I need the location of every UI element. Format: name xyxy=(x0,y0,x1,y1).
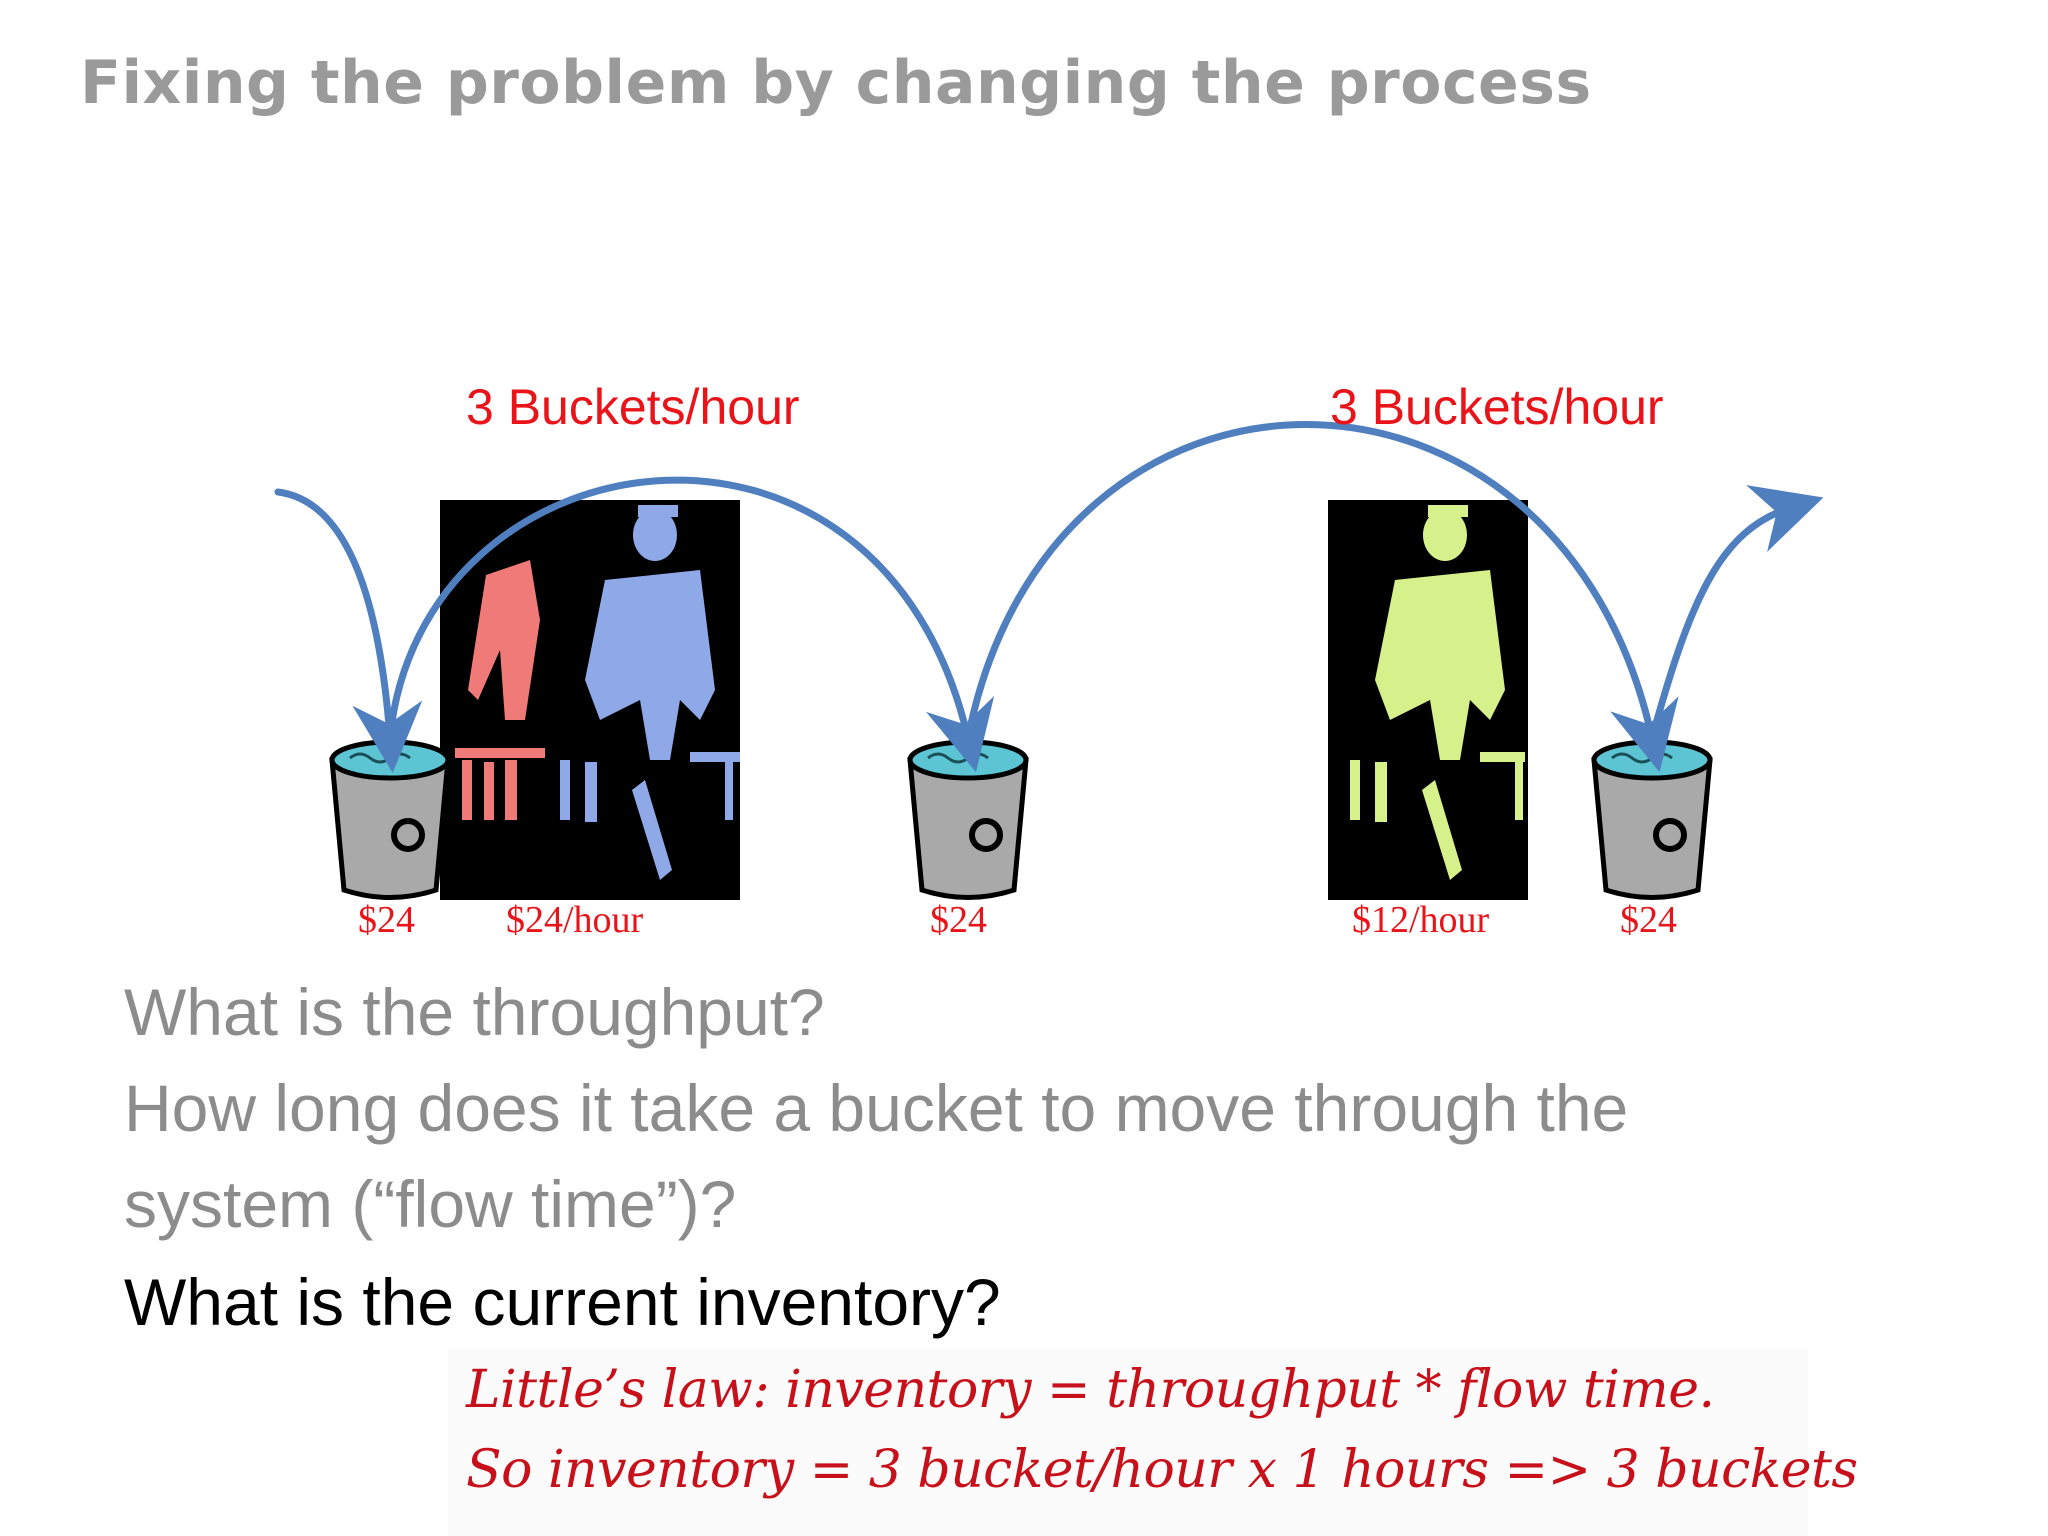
worker-1-rate: $24/hour xyxy=(506,899,644,941)
question-flow-time-line2: system (“flow time”)? xyxy=(124,1167,737,1241)
question-throughput: What is the throughput? xyxy=(124,975,825,1049)
worker-panel-1 xyxy=(440,500,740,900)
worker-blue-figure xyxy=(560,505,740,880)
worker-2-rate: $12/hour xyxy=(1352,899,1490,941)
answer-line-littles-law: Little’s law: inventory = throughput * f… xyxy=(466,1360,1715,1420)
rate-label-1: 3 Buckets/hour xyxy=(466,379,800,435)
worker-red-figure xyxy=(455,560,545,820)
question-inventory: What is the current inventory? xyxy=(124,1265,1001,1339)
arrow-outflow xyxy=(1648,485,1824,742)
bucket-2 xyxy=(907,739,1029,900)
process-diagram xyxy=(274,421,1824,900)
slide-title: Fixing the problem by changing the proce… xyxy=(80,48,1592,118)
bucket-3 xyxy=(1591,739,1713,900)
bucket-2-value: $24 xyxy=(930,899,987,941)
worker-green-figure xyxy=(1350,505,1525,880)
arrow-bucket1-to-bucket2 xyxy=(386,476,995,773)
question-flow-time-line1: How long does it take a bucket to move t… xyxy=(124,1071,1629,1145)
bucket-3-value: $24 xyxy=(1620,899,1677,941)
arrow-inflow xyxy=(274,488,423,773)
flow-arrows xyxy=(274,421,1824,773)
handwritten-answer-box xyxy=(448,1348,1808,1536)
bucket-1 xyxy=(329,739,451,900)
worker-panel-2 xyxy=(1328,500,1528,900)
answer-line-inventory: So inventory = 3 bucket/hour x 1 hours =… xyxy=(466,1440,1858,1500)
rate-label-2: 3 Buckets/hour xyxy=(1330,379,1664,435)
arrow-bucket2-to-bucket3 xyxy=(964,421,1679,773)
bucket-1-value: $24 xyxy=(358,899,415,941)
